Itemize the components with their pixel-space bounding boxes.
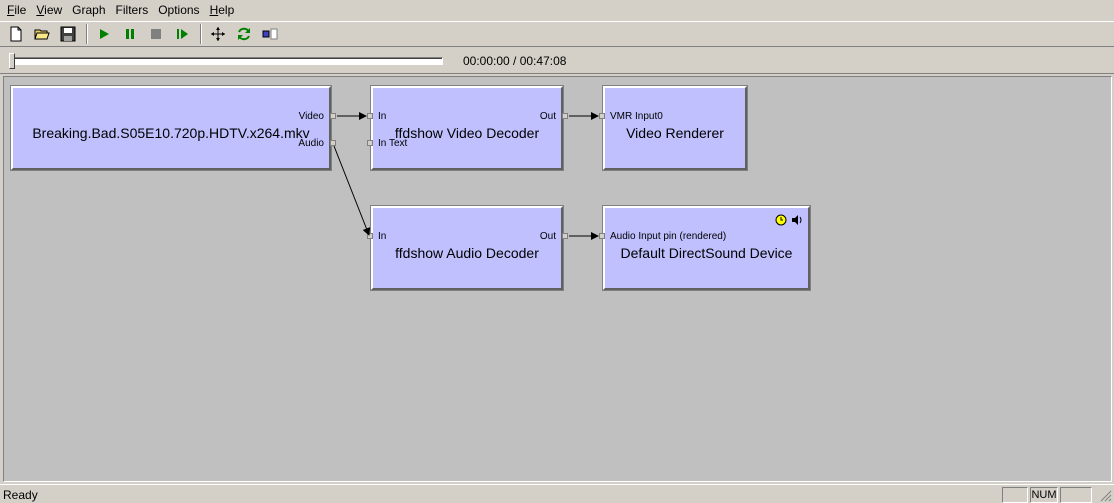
resize-grip-icon[interactable] (1100, 490, 1112, 502)
pin-label-out: Out (539, 111, 556, 122)
status-bar: Ready NUM (0, 484, 1114, 503)
time-readout: 00:00:00 / 00:47:08 (463, 54, 567, 68)
toolbar (0, 21, 1114, 47)
pin-label-in: In (378, 231, 387, 242)
seek-slider-thumb[interactable] (9, 53, 15, 69)
fullscreen-toggle-icon (262, 28, 277, 40)
pin-label-audio: Audio (298, 138, 324, 149)
pause-button[interactable] (118, 23, 141, 45)
status-pane-caps (1002, 487, 1028, 503)
filter-video-decoder-name: ffdshow Video Decoder (394, 125, 540, 141)
filter-video-renderer[interactable]: Video Renderer VMR Input0 (602, 85, 748, 171)
pin-label-vmr-input: VMR Input0 (610, 111, 663, 122)
pin-label-audio-input: Audio Input pin (rendered) (610, 231, 727, 242)
filter-source-name: Breaking.Bad.S05E10.720p.HDTV.x264.mkv (32, 125, 310, 141)
pin-video-renderer-in[interactable] (599, 113, 605, 119)
play-button[interactable] (92, 23, 115, 45)
menu-filters[interactable]: Filters (115, 3, 149, 17)
pin-audio-decoder-in[interactable] (367, 233, 373, 239)
toolbar-separator (86, 24, 88, 44)
step-frame-button[interactable] (170, 23, 193, 45)
open-folder-icon (33, 29, 50, 40)
toolbar-separator (200, 24, 202, 44)
status-pane-num: NUM (1030, 487, 1058, 503)
status-pane-scroll (1060, 487, 1092, 503)
seek-row: 00:00:00 / 00:47:08 (0, 48, 1114, 74)
menu-bar: File View Graph Filters Options Help (0, 0, 1114, 20)
open-file-button[interactable] (30, 23, 53, 45)
fullscreen-toggle-button[interactable] (258, 23, 281, 45)
pin-audio-decoder-out[interactable] (562, 233, 568, 239)
pin-audio-renderer-in[interactable] (599, 233, 605, 239)
filter-source[interactable]: Breaking.Bad.S05E10.720p.HDTV.x264.mkv V… (10, 85, 332, 171)
pin-source-video[interactable] (330, 113, 336, 119)
save-disk-icon (60, 26, 75, 42)
menu-file[interactable]: File (7, 3, 27, 17)
filter-video-renderer-name: Video Renderer (626, 125, 724, 141)
pin-video-decoder-in[interactable] (367, 113, 373, 119)
pin-label-video: Video (298, 111, 324, 122)
seek-button[interactable] (206, 23, 229, 45)
pin-label-in-text: In Text (378, 138, 408, 149)
reference-clock-icon (775, 214, 787, 226)
filter-audio-decoder-name: ffdshow Audio Decoder (395, 245, 539, 261)
pause-icon (125, 29, 134, 39)
filter-audio-renderer[interactable]: Default DirectSound Device Audio Input p… (602, 205, 811, 291)
seek-arrows-icon (210, 27, 225, 41)
play-icon (99, 29, 109, 39)
save-file-button[interactable] (56, 23, 79, 45)
seek-slider-track[interactable] (10, 57, 443, 65)
pin-video-decoder-in-text[interactable] (367, 140, 373, 146)
menu-view[interactable]: View (36, 3, 63, 17)
menu-options[interactable]: Options (158, 3, 200, 17)
stop-button[interactable] (144, 23, 167, 45)
filter-audio-renderer-name: Default DirectSound Device (620, 245, 793, 261)
pin-label-out: Out (539, 231, 556, 242)
speaker-icon (792, 215, 802, 225)
menu-graph[interactable]: Graph (72, 3, 106, 17)
stop-icon (150, 29, 161, 39)
pin-video-decoder-out[interactable] (562, 113, 568, 119)
new-file-button[interactable] (4, 23, 27, 45)
pin-source-audio[interactable] (330, 140, 336, 146)
filter-video-decoder[interactable]: ffdshow Video Decoder In In Text Out (370, 85, 564, 171)
refresh-icon (237, 27, 250, 41)
menu-help[interactable]: Help (209, 3, 235, 17)
filter-audio-decoder[interactable]: ffdshow Audio Decoder In Out (370, 205, 564, 291)
pin-label-in: In (378, 111, 387, 122)
new-file-icon (10, 26, 21, 42)
refresh-button[interactable] (232, 23, 255, 45)
status-text: Ready (3, 488, 38, 502)
step-frame-icon (176, 29, 188, 39)
